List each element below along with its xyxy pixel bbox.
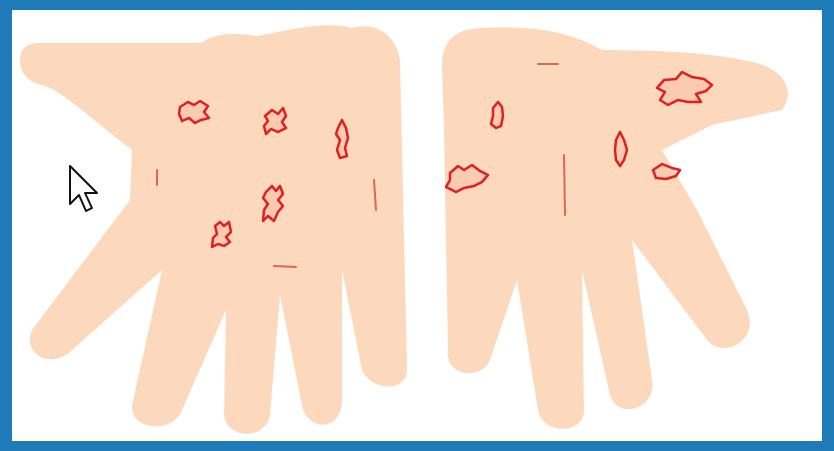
hands-drawing: .skin { fill: #fcd9bd; } .lesion { fill:…: [12, 10, 822, 441]
lesion: [212, 222, 231, 247]
lesion: [179, 101, 209, 123]
left-hand: [20, 25, 407, 433]
mark: [274, 266, 296, 267]
left-hand-palm: [20, 25, 407, 433]
right-hand-palm: [442, 27, 788, 428]
canvas-panel: .skin { fill: #fcd9bd; } .lesion { fill:…: [12, 10, 822, 441]
mark: [564, 155, 565, 215]
lesion: [653, 164, 680, 179]
arrow-cursor-icon: [68, 164, 104, 214]
right-hand: [442, 27, 788, 428]
